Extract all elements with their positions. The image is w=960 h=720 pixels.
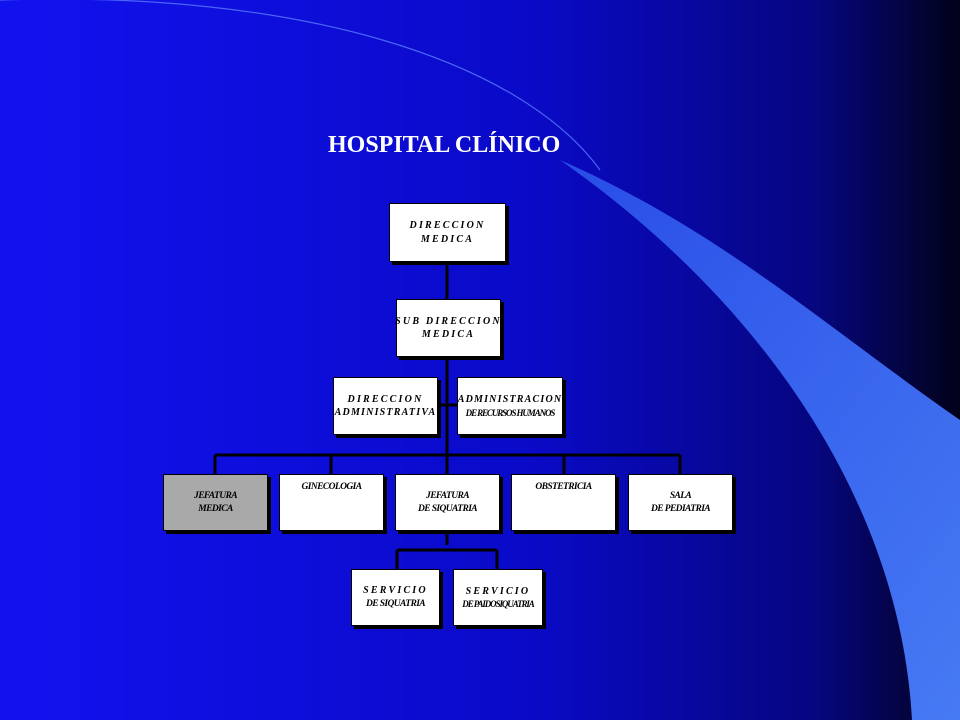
org-box-label: DIRECCION <box>409 220 486 231</box>
org-box-direccion-medica: DIRECCION MEDICA <box>389 203 506 262</box>
org-box-jefatura-medica: JEFATURA MEDICA <box>163 474 268 531</box>
org-box-label: JEFATURA <box>426 490 470 501</box>
decorative-arc <box>0 0 601 171</box>
org-box-label: ADMINISTRACION <box>457 394 563 406</box>
org-box-jefatura-psiquiatria: JEFATURA DE SIQUATRIA <box>395 474 500 531</box>
org-box-label: DE RECURSOS HUMANOS <box>465 407 556 418</box>
org-box-label: DE PEDIATRIA <box>650 503 711 514</box>
org-box-label: GINECOLOGIA <box>301 482 363 492</box>
org-box-sala-pediatria: SALA DE PEDIATRIA <box>628 474 733 531</box>
org-box-label: DE SIQUATRIA <box>417 503 478 514</box>
org-box-label: DIRECCION <box>347 393 424 405</box>
org-box-label: MEDICA <box>421 329 476 340</box>
org-box-label: OBSTETRICIA <box>535 482 592 492</box>
org-box-ginecologia: GINECOLOGIA <box>279 474 384 531</box>
org-box-label: ADMINISTRATIVA <box>334 407 437 418</box>
org-box-direccion-administrativa: DIRECCION ADMINISTRATIVA <box>333 377 438 435</box>
org-box-sub-direccion-medica: SUB DIRECCION MEDICA <box>395 299 502 357</box>
page-title: HOSPITAL CLÍNICO <box>328 132 561 158</box>
org-box-label: SERVICIO <box>465 585 531 597</box>
org-box-label: SALA <box>669 490 692 501</box>
org-box-label: JEFATURA <box>194 490 238 501</box>
org-box-label: DE PAIDOSIQUATRIA <box>462 599 535 610</box>
org-box-obstetricia: OBSTETRICIA <box>511 474 616 531</box>
org-box-label: SUB DIRECCION <box>395 315 502 327</box>
org-box-label: MEDICA <box>198 503 233 514</box>
org-box-label: SERVICIO <box>363 585 428 597</box>
org-box-label: DE SIQUATRIA <box>365 598 426 609</box>
org-box-administracion-rrhh: ADMINISTRACION DE RECURSOS HUMANOS <box>457 377 563 435</box>
org-box-servicio-paidosiquatria: SERVICIO DE PAIDOSIQUATRIA <box>453 569 543 626</box>
decorative-swoosh <box>560 160 960 720</box>
org-box-label: MEDICA <box>420 233 475 245</box>
org-box-servicio-siquatria: SERVICIO DE SIQUATRIA <box>351 569 440 626</box>
